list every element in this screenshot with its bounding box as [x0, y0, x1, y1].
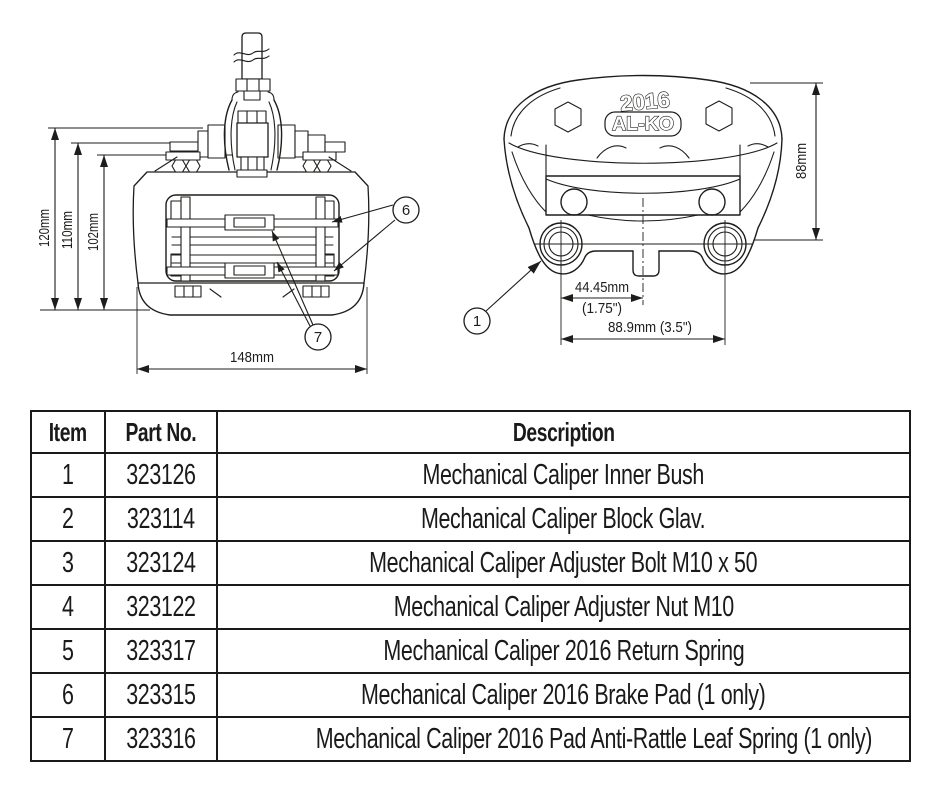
- pad-back-plate: [545, 175, 741, 216]
- hex-bolt-left-icon: [554, 101, 582, 133]
- front-view: 120mm 110mm 102mm 148mm: [36, 32, 420, 374]
- callout-7: 7: [271, 230, 332, 351]
- caliper-technical-drawing: 120mm 110mm 102mm 148mm: [36, 32, 823, 374]
- col-header-description: Description: [216, 410, 911, 454]
- hex-nut-icon: [302, 159, 318, 173]
- callout-7-bubble: [304, 323, 332, 351]
- alko-logo: AL-KO: [604, 111, 682, 137]
- table-row: 1 323126 Mechanical Caliper Inner Bush: [30, 452, 911, 498]
- front-view-dimensions: 120mm 110mm 102mm 148mm: [36, 127, 368, 374]
- table-row: 2 323114 Mechanical Caliper Block Glav.: [30, 496, 911, 542]
- description-cell: Mechanical Caliper Block Glav.: [216, 496, 911, 542]
- item-cell: 4: [30, 584, 106, 630]
- callout-1-bubble: [463, 307, 491, 335]
- description-cell: Mechanical Caliper 2016 Pad Anti-Rattle …: [216, 716, 911, 762]
- front-caliper-body: [132, 171, 370, 316]
- table-row: 3 323124 Mechanical Caliper Adjuster Bol…: [30, 540, 911, 586]
- table-row: 6 323315 Mechanical Caliper 2016 Brake P…: [30, 672, 911, 718]
- dim-label-120mm: 120mm: [36, 209, 53, 247]
- callout-6-number: 6: [402, 202, 410, 219]
- part-no-cell: 323124: [104, 540, 218, 586]
- callout-1: 1: [463, 260, 542, 335]
- item-cell: 3: [30, 540, 106, 586]
- item-cell: 5: [30, 628, 106, 674]
- callout-7-number: 7: [314, 329, 322, 346]
- mounting-bolt-left: [174, 285, 202, 298]
- alko-logo-text: AL-KO: [612, 114, 674, 135]
- col-header-part-no: Part No.: [104, 410, 218, 454]
- table-row: 4 323122 Mechanical Caliper Adjuster Nut…: [30, 584, 911, 630]
- table-row: 7 323316 Mechanical Caliper 2016 Pad Ant…: [30, 716, 911, 762]
- item-cell: 2: [30, 496, 106, 542]
- guide-pin-right: [315, 196, 326, 282]
- dim-label-110mm: 110mm: [59, 211, 76, 249]
- caliper-block: [236, 122, 269, 158]
- callout-6: 6: [331, 196, 420, 272]
- part-no-cell: 323315: [104, 672, 218, 718]
- leaf-spring-lower: [166, 262, 339, 279]
- part-no-cell: 323126: [104, 452, 218, 498]
- part-no-cell: 323317: [104, 628, 218, 674]
- hex-bolt-right-icon: [705, 100, 733, 132]
- hex-nut-icon: [171, 159, 187, 173]
- leaf-spring-upper: [166, 214, 339, 231]
- adjuster-assembly: [154, 32, 352, 178]
- item-cell: 1: [30, 452, 106, 498]
- table-header-row: Item Part No. Description: [30, 410, 911, 454]
- description-cell: Mechanical Caliper Adjuster Bolt M10 x 5…: [216, 540, 911, 586]
- adjuster-nut: [237, 110, 267, 124]
- return-spring: [223, 91, 283, 171]
- back-caliper-body: [503, 74, 783, 277]
- col-header-item: Item: [30, 410, 106, 454]
- back-view-dimensions: 88mm 44.45mm (1.75") 88.9mm (3.5"): [560, 82, 823, 345]
- dim-label-175in: (1.75"): [582, 300, 622, 317]
- item-cell: 7: [30, 716, 106, 762]
- part-no-cell: 323122: [104, 584, 218, 630]
- back-view: 2016 AL-KO: [463, 74, 823, 345]
- callout-1-number: 1: [473, 313, 481, 330]
- dim-label-88mm: 88mm: [793, 143, 810, 179]
- description-cell: Mechanical Caliper 2016 Return Spring: [216, 628, 911, 674]
- adjuster-bolt: [233, 32, 271, 101]
- hex-nut-icon: [316, 159, 332, 173]
- dim-label-4445mm: 44.45mm: [575, 279, 629, 296]
- description-cell: Mechanical Caliper Adjuster Nut M10: [216, 584, 911, 630]
- dim-label-148mm: 148mm: [230, 349, 274, 366]
- hex-nut-icon: [185, 159, 201, 173]
- table-row: 5 323317 Mechanical Caliper 2016 Return …: [30, 628, 911, 674]
- description-cell: Mechanical Caliper Inner Bush: [216, 452, 911, 498]
- dim-label-889mm: 88.9mm (3.5"): [608, 319, 692, 336]
- part-no-cell: 323114: [104, 496, 218, 542]
- callout-6-bubble: [392, 196, 420, 224]
- part-no-cell: 323316: [104, 716, 218, 762]
- description-cell: Mechanical Caliper 2016 Brake Pad (1 onl…: [216, 672, 911, 718]
- guide-pin-left: [180, 196, 191, 282]
- item-cell: 6: [30, 672, 106, 718]
- dim-label-102mm: 102mm: [85, 213, 102, 251]
- parts-table: Item Part No. Description 1 323126 Mecha…: [30, 410, 911, 762]
- mounting-bolt-right: [302, 285, 330, 298]
